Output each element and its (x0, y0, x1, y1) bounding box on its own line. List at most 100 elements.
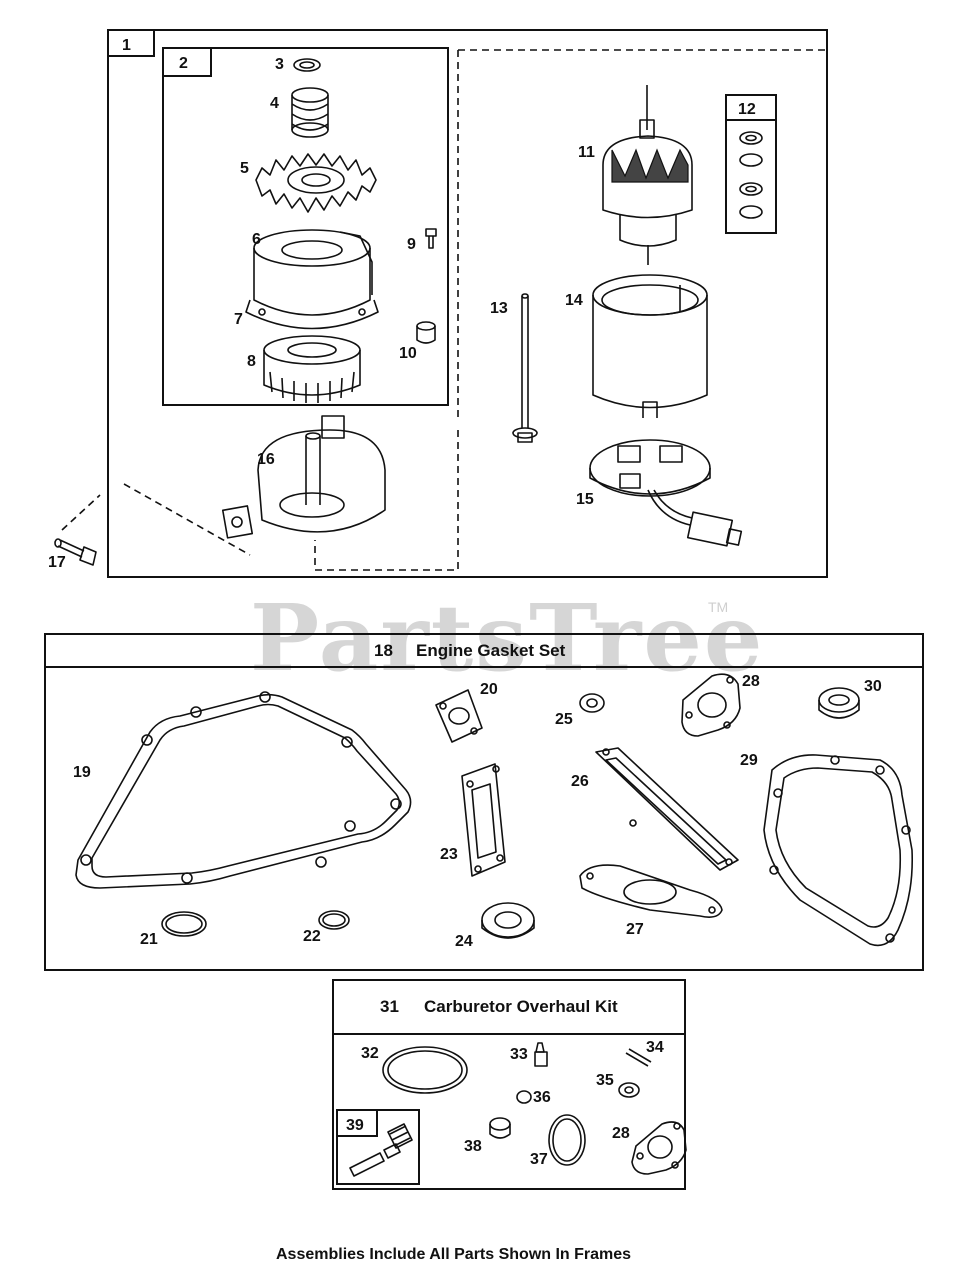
part-label-3[interactable]: 3 (275, 56, 284, 73)
watermark-trademark: TM (708, 599, 728, 615)
o-ring-37-inner (552, 1118, 582, 1162)
armature-part[interactable] (602, 85, 693, 265)
starter-motor-frame: 1 2 12 3 4 5 (48, 29, 828, 578)
cylinder-head-gasket-part[interactable] (763, 754, 914, 947)
part-label-38[interactable]: 38 (464, 1138, 482, 1155)
frame-2-tag (162, 47, 212, 77)
motor-housing-part[interactable] (592, 274, 708, 418)
part-label-14[interactable]: 14 (565, 292, 583, 309)
frame-1-tag (107, 29, 155, 57)
washer-35-part[interactable] (618, 1082, 640, 1098)
oil-seal-30-part[interactable] (818, 687, 860, 719)
seal-36-part[interactable] (516, 1090, 532, 1104)
part-label-5[interactable]: 5 (240, 160, 249, 177)
frame-18-number[interactable]: 18 (374, 641, 393, 660)
part-label-26[interactable]: 26 (571, 773, 589, 790)
o-ring-37-part[interactable] (548, 1114, 586, 1166)
frame-1-border (107, 29, 828, 578)
part-label-29[interactable]: 29 (740, 752, 758, 769)
frame-2-number[interactable]: 2 (179, 55, 188, 72)
clutch-assembly-part[interactable] (263, 335, 361, 403)
frame-31-title: Carburetor Overhaul Kit (424, 997, 618, 1016)
anti-drift-spring-part[interactable] (291, 87, 329, 138)
frame-31-border (332, 979, 686, 1190)
through-bolt-part[interactable] (512, 293, 538, 443)
part-label-33[interactable]: 33 (510, 1046, 528, 1063)
end-cap-part[interactable] (221, 415, 386, 539)
part-label-13[interactable]: 13 (490, 300, 508, 317)
frame-39-number[interactable]: 39 (346, 1117, 364, 1134)
engine-gasket-set-frame: 18 Engine Gasket Set 19 20 21 22 (44, 633, 924, 971)
carburetor-gasket-part[interactable] (681, 673, 741, 737)
part-label-34[interactable]: 34 (646, 1039, 664, 1056)
retaining-ring-part[interactable] (293, 58, 321, 72)
part-label-20[interactable]: 20 (480, 681, 498, 698)
inlet-needle-part[interactable] (534, 1042, 548, 1067)
brush-plate-part[interactable] (589, 439, 743, 547)
o-ring-21-part[interactable] (161, 911, 207, 937)
part-label-8[interactable]: 8 (247, 353, 256, 370)
breather-gasket-part[interactable] (461, 763, 506, 877)
part-label-10[interactable]: 10 (399, 345, 417, 362)
frame-2-border (162, 47, 449, 406)
drive-screw-part[interactable] (425, 228, 437, 249)
part-label-25[interactable]: 25 (555, 711, 573, 728)
mounting-bolt-part[interactable] (54, 538, 97, 566)
part-label-30[interactable]: 30 (864, 678, 882, 695)
housing-dashed-outline (314, 49, 827, 571)
o-ring-22-part[interactable] (318, 910, 350, 930)
washer-25-part[interactable] (579, 693, 605, 713)
frame-18-title: Engine Gasket Set (416, 641, 566, 660)
crankcase-gasket-part[interactable] (75, 691, 412, 889)
part-label-37[interactable]: 37 (530, 1151, 548, 1168)
part-label-28-kit[interactable]: 28 (612, 1125, 630, 1142)
plug-38-part[interactable] (489, 1117, 511, 1139)
rocker-gasket-part[interactable] (595, 747, 739, 871)
drive-housing-part[interactable] (245, 229, 379, 330)
part-label-11[interactable]: 11 (578, 144, 595, 161)
needle-valve-part[interactable] (349, 1123, 413, 1177)
float-pin-part[interactable] (625, 1048, 652, 1067)
frame-1-number[interactable]: 1 (122, 37, 131, 54)
bearing-kit-parts[interactable] (739, 131, 763, 219)
bolt-dashed-leader (61, 483, 251, 556)
part-label-4[interactable]: 4 (270, 95, 279, 112)
washer-35-hole (624, 1086, 634, 1094)
part-label-16[interactable]: 16 (257, 451, 275, 468)
o-ring-22-inner (322, 913, 346, 927)
float-bowl-gasket-part[interactable] (382, 1046, 468, 1094)
part-label-21[interactable]: 21 (140, 931, 158, 948)
pinion-gear-part[interactable] (255, 153, 377, 213)
o-ring-21-inner (165, 914, 203, 934)
frame-12-border (725, 94, 777, 234)
part-label-36[interactable]: 36 (533, 1089, 551, 1106)
watermark-text: PartsTree (250, 584, 764, 692)
carburetor-gasket-kit-part[interactable] (631, 1121, 687, 1175)
part-label-9[interactable]: 9 (407, 236, 416, 253)
intake-gasket-part[interactable] (435, 689, 483, 743)
watermark: PartsTree TM (250, 584, 764, 692)
part-label-27[interactable]: 27 (626, 921, 644, 938)
part-label-23[interactable]: 23 (440, 846, 458, 863)
part-label-24[interactable]: 24 (455, 933, 473, 950)
carburetor-overhaul-kit-frame: 31 Carburetor Overhaul Kit 39 32 33 34 (332, 979, 687, 1190)
footer-note: Assemblies Include All Parts Shown In Fr… (276, 1246, 631, 1263)
part-label-6[interactable]: 6 (252, 231, 261, 248)
part-label-22[interactable]: 22 (303, 928, 321, 945)
frame-39-tag (336, 1109, 378, 1137)
part-label-28[interactable]: 28 (742, 673, 760, 690)
frame-12-number[interactable]: 12 (738, 101, 756, 118)
exhaust-gasket-part[interactable] (579, 864, 723, 918)
part-label-35[interactable]: 35 (596, 1072, 614, 1089)
frame-18-border (44, 633, 924, 971)
part-label-32[interactable]: 32 (361, 1045, 379, 1062)
part-label-17[interactable]: 17 (48, 554, 66, 571)
frame-31-number[interactable]: 31 (380, 997, 399, 1016)
part-label-7[interactable]: 7 (234, 311, 243, 328)
oil-seal-24-part[interactable] (481, 902, 535, 939)
part-label-15[interactable]: 15 (576, 491, 594, 508)
part-label-19[interactable]: 19 (73, 764, 91, 781)
washer-25-hole (586, 698, 598, 708)
drive-nut-part[interactable] (416, 321, 436, 344)
